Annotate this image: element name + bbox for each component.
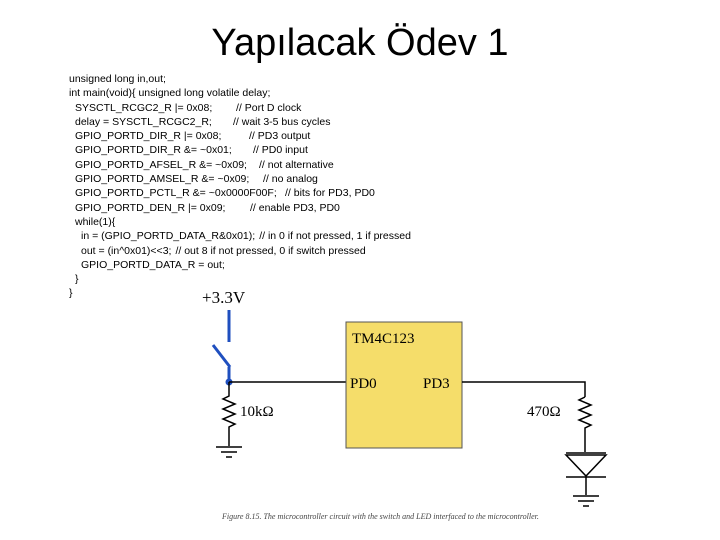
code-line: unsigned long in,out; bbox=[69, 72, 411, 86]
code-line: out = (in^0x01)<<3;// out 8 if not press… bbox=[69, 244, 411, 258]
code-line: GPIO_PORTD_PCTL_R &= ~0x0000F00F; // bits… bbox=[69, 186, 411, 200]
figure-caption: Figure 8.15. The microcontroller circuit… bbox=[222, 512, 539, 521]
code-text: in = (GPIO_PORTD_DATA_R&0x01); bbox=[81, 230, 256, 243]
code-text: GPIO_PORTD_PCTL_R &= ~0x0000F00F; bbox=[75, 187, 277, 200]
resistor-10k bbox=[221, 382, 237, 446]
resistor-470-label: 470Ω bbox=[527, 404, 561, 420]
resistor-10k-label: 10kΩ bbox=[240, 404, 274, 420]
code-line: GPIO_PORTD_DIR_R |= 0x08; // PD3 output bbox=[69, 129, 411, 143]
slide-title: Yapılacak Ödev 1 bbox=[211, 22, 509, 64]
code-comment: // not alternative bbox=[259, 158, 334, 171]
code-line: } bbox=[69, 272, 411, 286]
code-text: out = (in^0x01)<<3; bbox=[81, 244, 172, 257]
code-text: SYSCTL_RCGC2_R |= 0x08; bbox=[75, 101, 213, 114]
code-line: SYSCTL_RCGC2_R |= 0x08; // Port D clock bbox=[69, 101, 411, 115]
code-listing: unsigned long in,out; int main(void){ uns… bbox=[69, 72, 411, 301]
chip-label: TM4C123 bbox=[352, 331, 415, 347]
code-comment: // PD3 output bbox=[249, 130, 311, 143]
code-line: GPIO_PORTD_DEN_R |= 0x09; // enable PD3, … bbox=[69, 201, 411, 215]
code-text: } bbox=[75, 273, 79, 286]
code-text: GPIO_PORTD_AMSEL_R &= ~0x09; bbox=[75, 173, 250, 186]
code-text: GPIO_PORTD_DATA_R = out; bbox=[81, 258, 225, 271]
code-comment: // wait 3-5 bus cycles bbox=[233, 115, 331, 128]
pd3-wire bbox=[462, 381, 586, 397]
resistor-470 bbox=[577, 396, 593, 452]
code-comment: // in 0 if not pressed, 1 if pressed bbox=[259, 230, 411, 243]
code-line: int main(void){ unsigned long volatile d… bbox=[69, 86, 411, 100]
code-line: GPIO_PORTD_DATA_R = out; bbox=[69, 258, 411, 272]
code-comment: // PD0 input bbox=[253, 144, 308, 157]
supply-label: +3.3V bbox=[202, 288, 246, 307]
code-line: } bbox=[69, 286, 411, 300]
code-line: GPIO_PORTD_AMSEL_R &= ~0x09; // no analog bbox=[69, 172, 411, 186]
pin-pd3-label: PD3 bbox=[423, 376, 450, 392]
code-text: delay = SYSCTL_RCGC2_R; bbox=[75, 115, 212, 128]
pin-pd0-label: PD0 bbox=[350, 376, 377, 392]
code-comment: // out 8 if not pressed, 0 if switch pre… bbox=[175, 244, 366, 257]
code-text: GPIO_PORTD_DIR_R &= ~0x01; bbox=[75, 144, 232, 157]
push-switch bbox=[211, 310, 232, 382]
code-text: GPIO_PORTD_DIR_R |= 0x08; bbox=[75, 130, 222, 143]
code-comment: // no analog bbox=[263, 173, 318, 186]
code-line: in = (GPIO_PORTD_DATA_R&0x01);// in 0 if… bbox=[69, 229, 411, 243]
code-comment: // Port D clock bbox=[236, 101, 302, 114]
code-text: } bbox=[69, 287, 73, 300]
code-text: GPIO_PORTD_AFSEL_R &= ~0x09; bbox=[75, 158, 247, 171]
led-diode bbox=[564, 452, 608, 495]
code-text: GPIO_PORTD_DEN_R |= 0x09; bbox=[75, 201, 226, 214]
code-text: int main(void){ unsigned long volatile d… bbox=[69, 87, 271, 100]
ground-symbol bbox=[573, 495, 599, 507]
code-line: while(1){ bbox=[69, 215, 411, 229]
code-comment: // enable PD3, PD0 bbox=[250, 201, 340, 214]
microcontroller-chip bbox=[345, 321, 463, 449]
code-line: delay = SYSCTL_RCGC2_R; // wait 3-5 bus c… bbox=[69, 115, 411, 129]
code-line: GPIO_PORTD_DIR_R &= ~0x01; // PD0 input bbox=[69, 143, 411, 157]
code-text: unsigned long in,out; bbox=[69, 73, 166, 85]
code-comment: // bits for PD3, PD0 bbox=[285, 187, 375, 200]
code-text: while(1){ bbox=[75, 215, 116, 228]
code-line: GPIO_PORTD_AFSEL_R &= ~0x09; // not alter… bbox=[69, 158, 411, 172]
ground-symbol bbox=[216, 446, 242, 458]
